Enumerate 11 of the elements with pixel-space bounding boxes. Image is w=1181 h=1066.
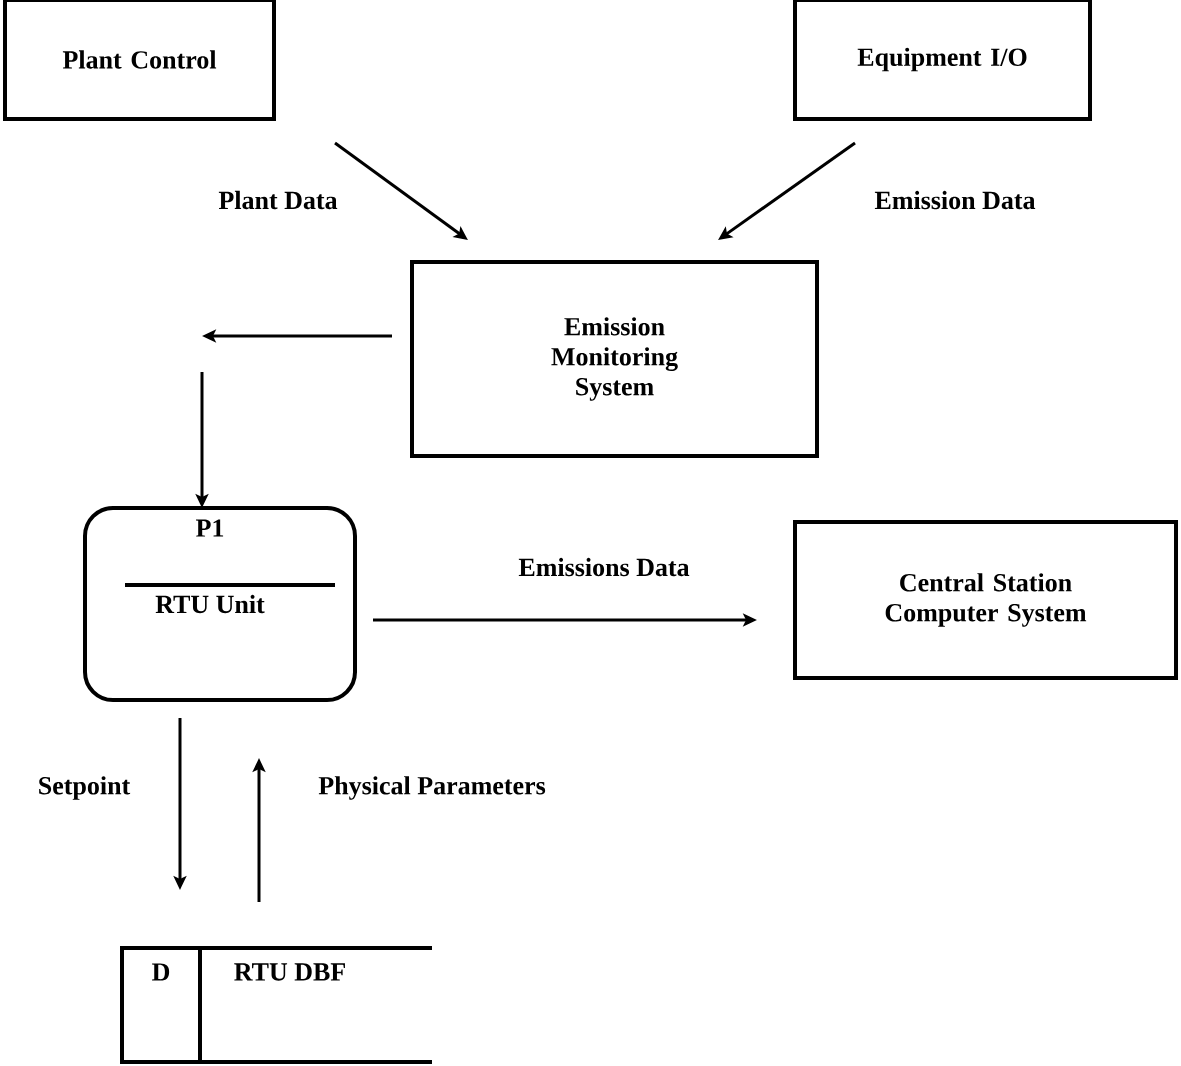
edge-label: Physical Parameters <box>318 776 546 800</box>
edge-label: Setpoint <box>39 776 131 800</box>
edge-label: Emission Data <box>874 190 1036 210</box>
process-box: Plant Control <box>3 0 276 121</box>
process-box: Equipment I/O <box>793 0 1092 121</box>
process-box: Emission Monitoring System <box>410 260 819 458</box>
data-store: D RTU DBF <box>120 946 432 1064</box>
edge-label: Plant Data <box>218 190 338 210</box>
edge-label: Emissions Data <box>518 557 690 577</box>
process-box: Central Station Computer System <box>793 520 1178 680</box>
process-rounded-box: P1 RTU Unit <box>83 506 357 702</box>
